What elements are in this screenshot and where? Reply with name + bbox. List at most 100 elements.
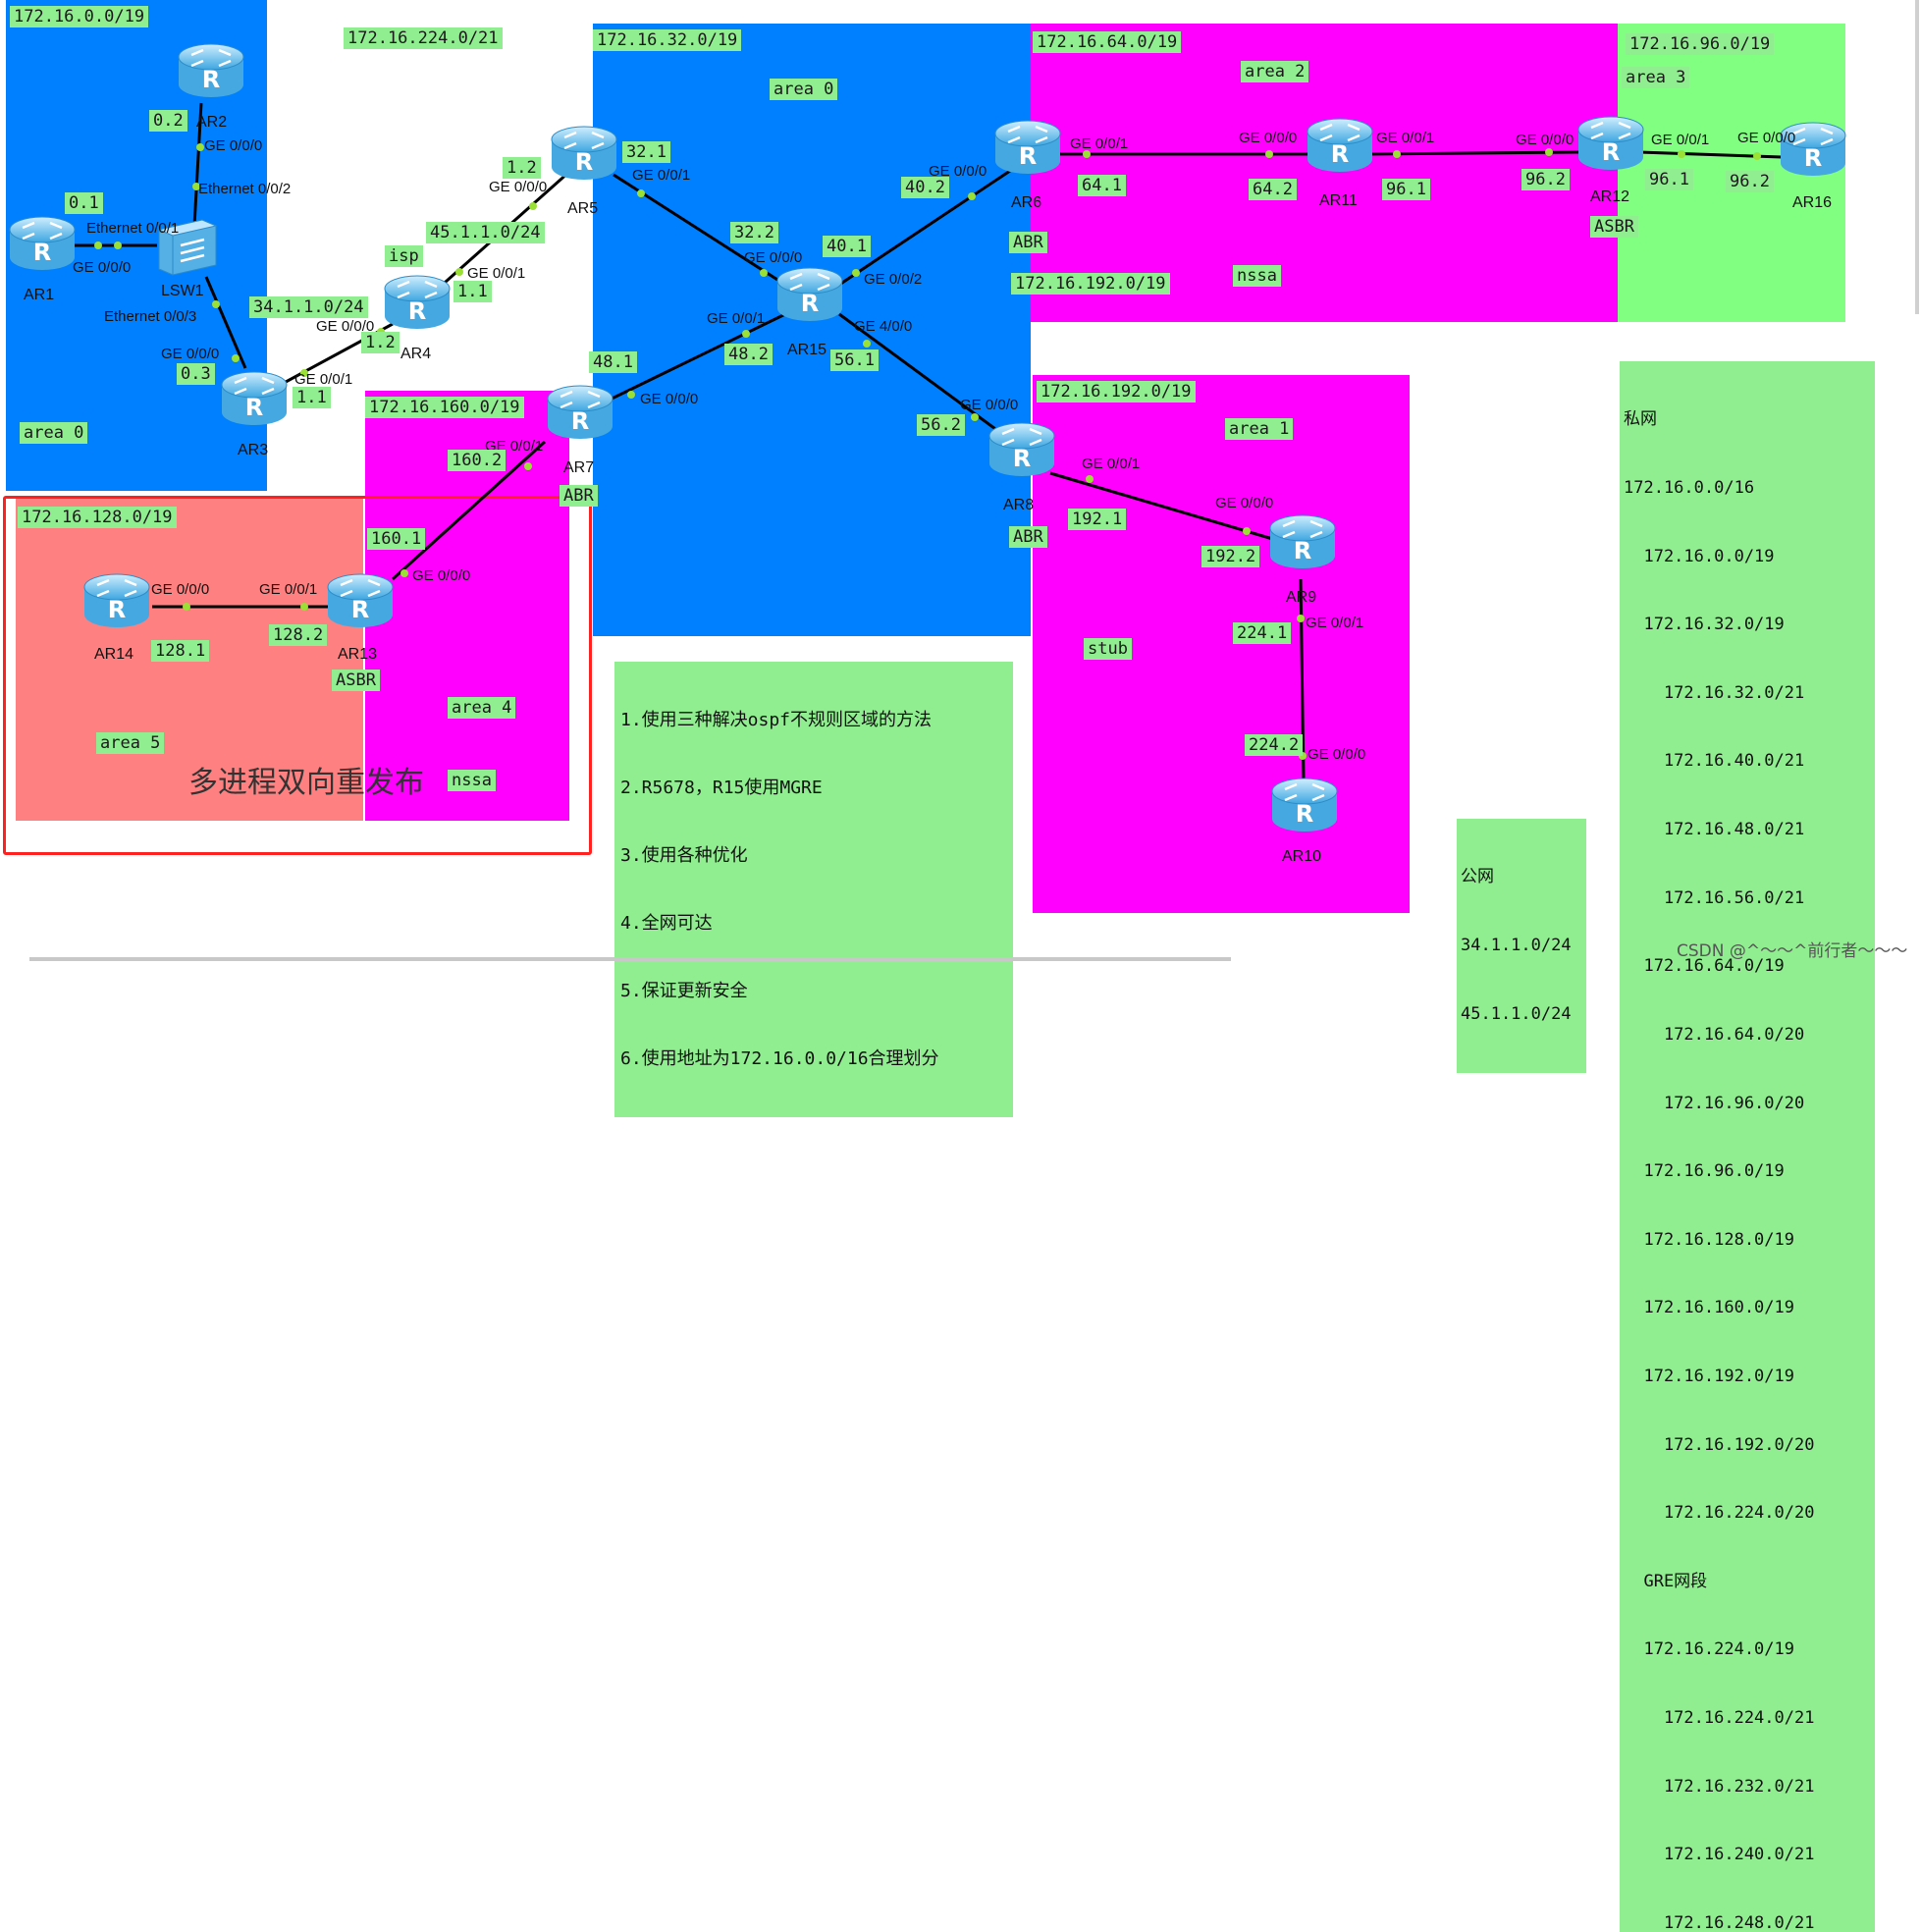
switch-icon[interactable]	[153, 216, 222, 279]
svg-text:R: R	[1331, 140, 1349, 168]
area2-region	[1031, 24, 1618, 322]
subnet-label: 172.16.192.0/19	[1011, 273, 1170, 295]
port-dot	[1753, 152, 1761, 160]
router-icon[interactable]: R	[1777, 120, 1849, 181]
address-label: 1.2	[361, 332, 400, 353]
port-label: GE 0/0/1	[1306, 615, 1364, 631]
port-label: GE 0/0/1	[467, 265, 526, 282]
svg-text:R: R	[801, 290, 819, 317]
port-label: GE 0/0/0	[1215, 495, 1274, 511]
port-dot	[627, 391, 635, 399]
private-plan-item: 172.16.32.0/19	[1624, 615, 1785, 635]
router-icon[interactable]: R	[381, 273, 454, 334]
private-plan-item: 172.16.224.0/19	[1624, 1639, 1794, 1660]
router-icon[interactable]: R	[986, 420, 1058, 481]
private-plan-item: 172.16.224.0/20	[1624, 1503, 1815, 1524]
area-label: area 0	[20, 422, 88, 444]
svg-text:R: R	[1294, 537, 1311, 564]
role-label: ABR	[560, 485, 598, 507]
address-label: 128.1	[151, 640, 210, 662]
router-icon[interactable]: R	[991, 118, 1064, 179]
private-plan-item: 172.16.192.0/19	[1624, 1366, 1794, 1386]
link-ar15-ar6	[838, 165, 1017, 287]
router-icon[interactable]: R	[324, 571, 397, 632]
link-ar8-ar9	[1049, 471, 1277, 542]
router-icon[interactable]: R	[548, 124, 620, 185]
port-dot	[971, 413, 979, 421]
port-label: GE 0/0/0	[1307, 746, 1366, 763]
port-dot	[212, 300, 220, 308]
device-name-ar6: AR6	[1011, 194, 1042, 211]
subnet-label: 172.16.0.0/19	[10, 6, 149, 27]
private-plan-item: 172.16.32.0/21	[1624, 682, 1805, 703]
device-name-ar7: AR7	[563, 459, 595, 476]
redistribution-highlight-frame	[3, 496, 592, 855]
public-plan-item: 45.1.1.0/24	[1461, 1003, 1572, 1024]
device-name-lsw1: LSW1	[161, 283, 204, 299]
device-name-ar4: AR4	[400, 346, 432, 362]
port-dot	[1086, 475, 1094, 483]
address-label: 40.1	[823, 236, 871, 257]
address-label: 128.2	[269, 624, 328, 646]
requirement-item: 6.使用地址为172.16.0.0/16合理划分	[620, 1048, 939, 1069]
area0-center-region	[593, 24, 1031, 636]
device-name-ar15: AR15	[787, 342, 827, 358]
router-icon[interactable]: R	[774, 265, 846, 326]
svg-text:R: R	[1019, 142, 1037, 170]
private-network-plan: 私网 172.16.0.0/16 172.16.0.0/19 172.16.32…	[1620, 361, 1875, 1932]
port-label: GE 0/0/1	[707, 310, 766, 327]
link-lsw1-ar3	[204, 276, 247, 369]
address-label: 64.1	[1078, 175, 1126, 196]
port-label: GE 0/0/0	[744, 249, 803, 266]
requirements-note: 1.使用三种解决ospf不规则区域的方法 2.R5678，R15使用MGRE 3…	[614, 662, 1013, 1117]
router-icon[interactable]: R	[1266, 512, 1339, 573]
router-icon[interactable]: R	[1268, 776, 1341, 836]
router-icon[interactable]: R	[544, 383, 616, 444]
public-network-plan: 公网 34.1.1.0/24 45.1.1.0/24	[1457, 819, 1586, 1074]
address-label: 48.2	[724, 344, 773, 365]
subnet-label: 34.1.1.0/24	[249, 296, 368, 318]
private-plan-item: 172.16.160.0/19	[1624, 1298, 1794, 1318]
requirement-item: 2.R5678，R15使用MGRE	[620, 778, 823, 798]
port-dot	[196, 143, 204, 151]
private-plan-item: 172.16.48.0/21	[1624, 820, 1805, 840]
public-plan-item: 34.1.1.0/24	[1461, 936, 1572, 956]
private-plan-item: 172.16.232.0/21	[1624, 1776, 1815, 1797]
svg-text:R: R	[1296, 800, 1313, 828]
router-icon[interactable]: R	[1304, 116, 1376, 177]
port-dot	[1297, 615, 1305, 622]
subnet-label: 172.16.128.0/19	[18, 507, 177, 528]
port-label: Ethernet 0/0/3	[104, 308, 197, 325]
topology-canvas: R R R R R R R R R R R R R R R R AR1 AR2 …	[3, 0, 1919, 1932]
horizontal-scrollbar[interactable]	[29, 957, 1231, 961]
address-label: 1.1	[293, 387, 331, 408]
vertical-scrollbar[interactable]	[1915, 0, 1919, 314]
port-label: GE 0/0/1	[632, 167, 691, 184]
port-dot	[114, 242, 122, 249]
port-dot	[232, 354, 240, 362]
address-label: 96.1	[1645, 169, 1693, 190]
port-label: GE 0/0/0	[1516, 132, 1574, 148]
device-name-ar8: AR8	[1003, 497, 1035, 513]
device-name-ar9: AR9	[1286, 589, 1317, 606]
svg-text:R: R	[202, 66, 220, 93]
isp-label: isp	[385, 245, 423, 267]
address-label: 0.1	[65, 192, 103, 214]
router-icon[interactable]: R	[80, 571, 153, 632]
svg-text:R: R	[108, 596, 126, 623]
port-label: GE 0/0/0	[489, 179, 548, 195]
router-icon[interactable]: R	[1574, 114, 1647, 175]
router-icon[interactable]: R	[175, 41, 247, 102]
port-label: GE 0/0/1	[1376, 130, 1435, 146]
address-label: 0.3	[177, 363, 215, 385]
port-dot	[852, 269, 860, 277]
port-dot	[742, 330, 750, 338]
port-label: Ethernet 0/0/2	[198, 181, 292, 197]
address-label: 1.2	[503, 157, 541, 179]
router-icon[interactable]: R	[218, 369, 291, 430]
router-icon[interactable]: R	[6, 214, 79, 275]
port-label: Ethernet 0/0/1	[86, 220, 180, 237]
link-ar15-ar7	[603, 312, 786, 404]
port-label: GE 0/0/1	[1082, 456, 1141, 472]
address-label: 56.2	[917, 414, 965, 436]
